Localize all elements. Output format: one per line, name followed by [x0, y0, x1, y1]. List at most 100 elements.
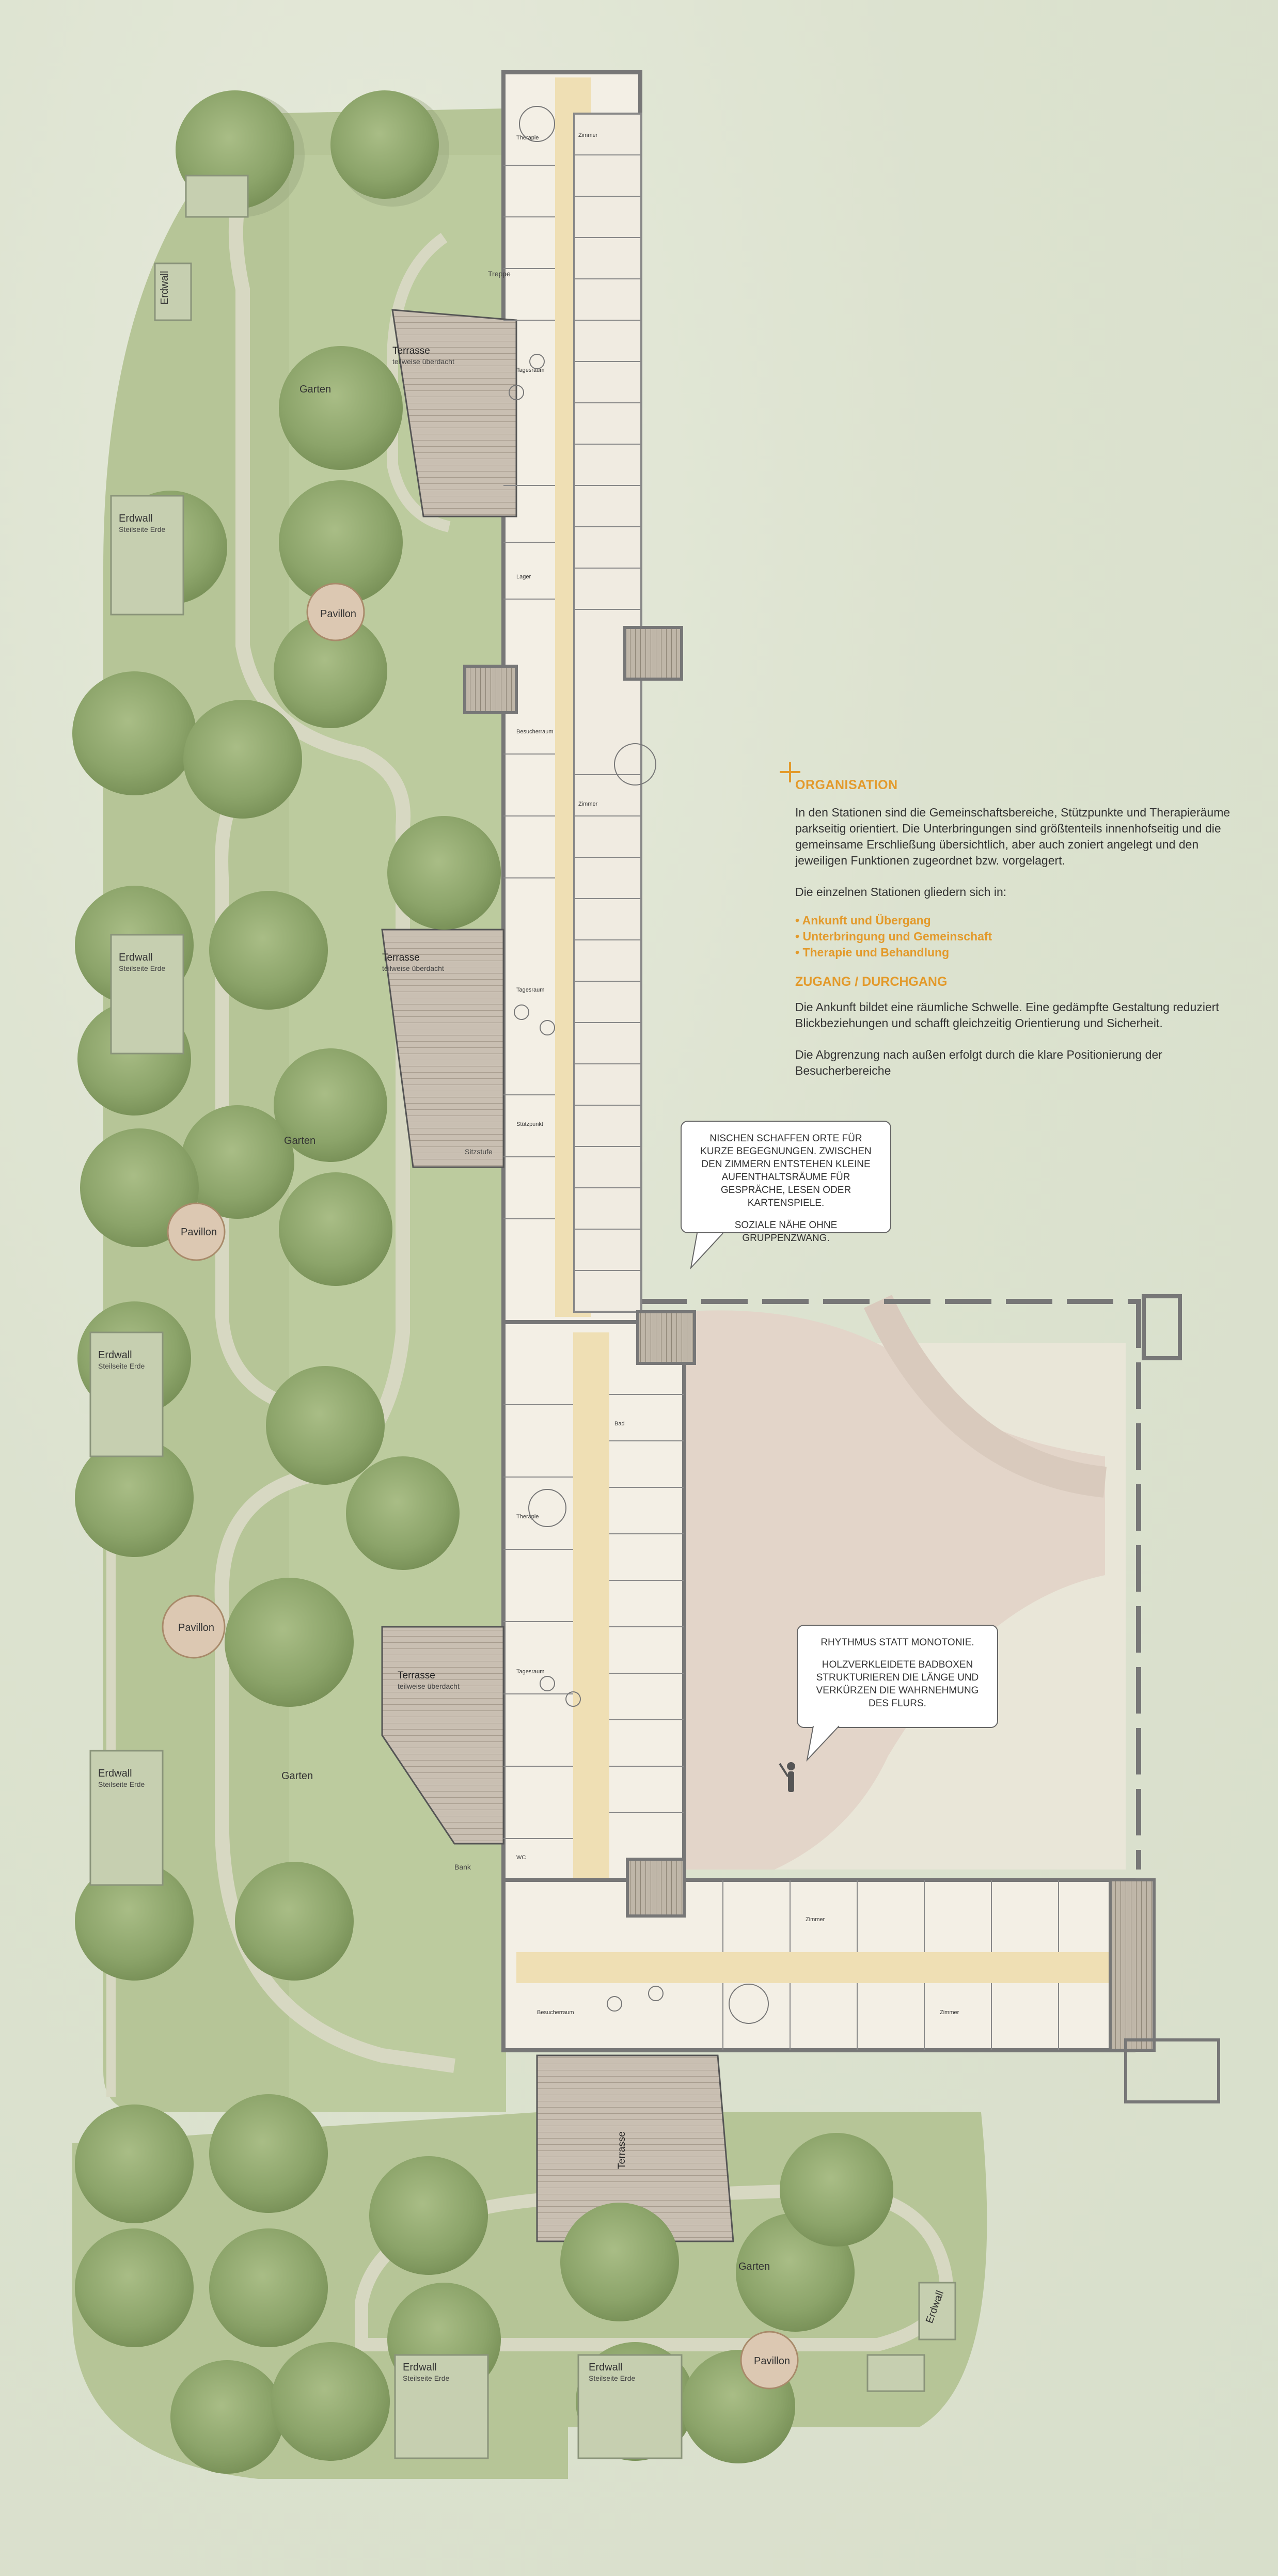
- bubble-niches-tagline: SOZIALE NÄHE OHNE GRUPPENZWANG.: [734, 1220, 838, 1244]
- bubble-rhythm-tail: [806, 1725, 840, 1762]
- stairwell-1: [463, 665, 518, 714]
- room-label-tagesraum-3: Tagesraum: [516, 1669, 544, 1675]
- earthwall-9: [918, 2282, 956, 2341]
- bubble-niches-tail: [690, 1233, 723, 1270]
- earthwall-7: [394, 2354, 489, 2459]
- earthwall-8: [577, 2354, 683, 2459]
- speech-bubble-rhythm: RHYTHMUS STATT MONOTONIE. HOLZVERKLEIDET…: [797, 1625, 998, 1728]
- earthwall-5: [89, 1331, 164, 1457]
- tree: [235, 1862, 354, 1981]
- earthwall-6: [89, 1750, 164, 1886]
- label-garten-4: Garten: [738, 2261, 770, 2272]
- label-erdwall-sub-5: Steilseite Erde: [403, 2374, 449, 2382]
- stair-east: [1109, 1878, 1156, 2052]
- corridor-south: [516, 1952, 1131, 1983]
- organisation-info: ORGANISATION In den Stationen sind die G…: [780, 762, 1250, 1094]
- tree: [274, 615, 387, 728]
- room-label-bad-1: Bad: [614, 1421, 625, 1427]
- label-erdwall-3: Erdwall: [98, 1349, 132, 1361]
- label-terrasse-sub-1: teilweise überdacht: [392, 357, 454, 366]
- tree: [75, 2228, 194, 2347]
- tree: [209, 2228, 328, 2347]
- rooms-middle: [503, 1394, 684, 1839]
- room-label-zimmer-2: Zimmer: [578, 801, 598, 807]
- label-erdwall-sub-2: Steilseite Erde: [119, 964, 165, 972]
- label-erdwall-1: Erdwall: [119, 513, 153, 524]
- label-erdwall-2: Erdwall: [119, 952, 153, 963]
- tree: [266, 1366, 385, 1485]
- tree: [75, 1862, 194, 1981]
- organisation-list: • Ankunft und Übergang • Unterbringung u…: [795, 913, 1250, 961]
- room-labels: Zimmer Therapie Tagesraum Lager Zimmer B…: [516, 132, 959, 2016]
- label-pavillon-4: Pavillon: [754, 2355, 790, 2367]
- tree: [209, 2094, 328, 2213]
- organisation-heading: ORGANISATION: [795, 778, 898, 792]
- access-subheading: ZUGANG / DURCHGANG: [795, 975, 948, 989]
- rooms-south: [722, 1880, 1059, 2050]
- stair-southeast: [1124, 2038, 1220, 2103]
- label-bank: Bank: [454, 1863, 471, 1871]
- terrace-2: [381, 929, 504, 1168]
- tree: [181, 1105, 294, 1219]
- tree: [80, 1128, 199, 1247]
- courtyard-wall-end: [1142, 1294, 1182, 1360]
- room-label-besucher-1: Besucherraum: [516, 729, 554, 735]
- earthwall-2: [154, 262, 192, 321]
- tree: [75, 2104, 194, 2223]
- label-terrasse-2: Terrasse: [382, 952, 420, 963]
- furniture: [509, 106, 769, 2024]
- organisation-list-item: • Ankunft und Übergang: [795, 914, 931, 927]
- label-erdwall-5: Erdwall: [403, 2362, 437, 2373]
- room-label-zimmer-3: Zimmer: [806, 1917, 825, 1923]
- tree: [346, 1456, 460, 1570]
- room-label-tagesraum-2: Tagesraum: [516, 987, 544, 993]
- tree: [75, 1438, 194, 1557]
- label-pavillon-1: Pavillon: [320, 608, 356, 620]
- earthwall-4: [110, 934, 184, 1055]
- tree: [560, 2203, 679, 2321]
- room-label-zimmer-4: Zimmer: [940, 2009, 959, 2016]
- tree: [209, 891, 328, 1010]
- tree: [170, 2360, 284, 2474]
- stairwell-2: [623, 626, 683, 681]
- terrace-1: [391, 309, 517, 517]
- tree: [279, 346, 403, 470]
- room-label-lager-1: Lager: [516, 574, 531, 580]
- organisation-paragraph-1: In den Stationen sind die Gemeinschaftsb…: [795, 806, 1230, 867]
- terrace-3: [381, 1626, 504, 1845]
- garden-path: [214, 128, 455, 2073]
- room-label-wc-1: WC: [516, 1855, 526, 1861]
- organisation-list-item: • Therapie und Behandlung: [795, 946, 950, 959]
- label-pavillon-2: Pavillon: [181, 1227, 217, 1238]
- speech-bubble-niches: NISCHEN SCHAFFEN ORTE FÜR KURZE BEGEGNUN…: [681, 1121, 891, 1244]
- tree: [72, 671, 196, 795]
- tree: [225, 1578, 354, 1707]
- pavilion-3: [162, 1595, 226, 1659]
- label-erdwall-6: Erdwall: [589, 2362, 623, 2373]
- tree: [369, 2156, 488, 2275]
- label-erdwall-sub-6: Steilseite Erde: [589, 2374, 635, 2382]
- label-garten-2: Garten: [284, 1135, 315, 1146]
- room-label-zimmer-1: Zimmer: [578, 132, 598, 138]
- garden-path-3: [387, 232, 451, 532]
- label-terrasse-4: Terrasse: [617, 2131, 627, 2169]
- room-label-therapie-1: Therapie: [516, 135, 539, 141]
- tree: [780, 2133, 893, 2247]
- tree: [279, 480, 403, 604]
- room-label-therapie-2: Therapie: [516, 1514, 539, 1520]
- pavilion-1: [306, 583, 365, 641]
- label-erdwall-sub-3: Steilseite Erde: [98, 1362, 145, 1370]
- wing-north-bath-column: [573, 113, 642, 1313]
- stairwell-3: [636, 1310, 696, 1365]
- terrace-4: [536, 2054, 734, 2242]
- label-sitzstufe: Sitzstufe: [465, 1148, 493, 1156]
- tree: [279, 1172, 392, 1286]
- person-figure: [779, 1762, 795, 1792]
- access-paragraph-1: Die Ankunft bildet eine räumliche Schwel…: [795, 1000, 1219, 1030]
- bubble-niches-text: NISCHEN SCHAFFEN ORTE FÜR KURZE BEGEGNUN…: [700, 1133, 872, 1208]
- label-garten-1: Garten: [299, 384, 331, 395]
- tree: [183, 700, 302, 819]
- label-terrasse-3: Terrasse: [398, 1670, 435, 1681]
- label-erdwall-7: Erdwall: [159, 271, 170, 305]
- room-label-stuetzpunkt-1: Stützpunkt: [516, 1121, 543, 1127]
